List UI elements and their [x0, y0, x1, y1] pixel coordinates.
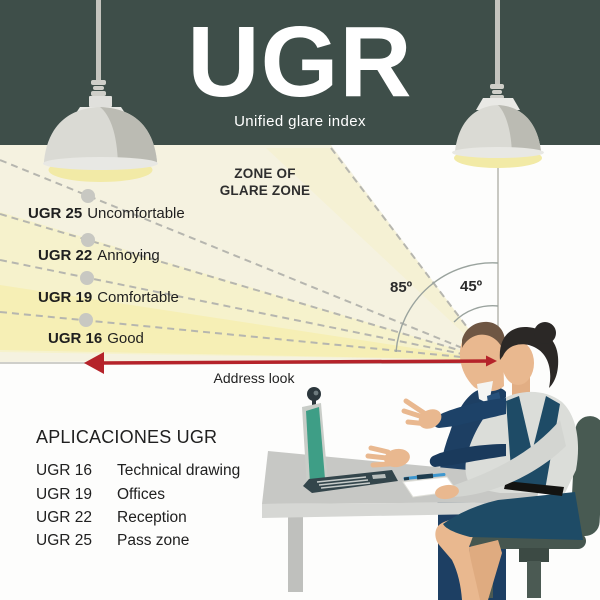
ugr-code: UGR 25	[36, 532, 92, 549]
ugr-application: Technical drawing	[117, 462, 241, 479]
man-arms	[365, 398, 506, 468]
ugr-description: Uncomfortable	[87, 205, 185, 222]
ugr-application: Pass zone	[117, 532, 190, 549]
ugr-description: Comfortable	[97, 289, 179, 306]
woman-leg-back	[469, 540, 502, 600]
ugr-code: UGR 19	[38, 289, 93, 306]
ugr-code: UGR 22	[36, 509, 92, 526]
dot-ugr22	[81, 233, 95, 247]
ugr-code: UGR 16	[48, 330, 103, 347]
man-hand-lower	[365, 445, 392, 468]
cord-ring	[93, 86, 104, 90]
man-palm-lower	[384, 448, 410, 468]
gaze-arrow-head-left	[84, 352, 104, 374]
applications-row-16: UGR 16 Technical drawing	[36, 462, 240, 480]
cord-ring	[91, 80, 106, 85]
angle-label-85: 85º	[390, 279, 413, 296]
lamp-rim	[43, 157, 158, 170]
woman-hand	[435, 484, 459, 500]
chair-leg-back	[527, 561, 541, 598]
glare-beam-lower	[0, 285, 492, 360]
gaze-arrow-shaft	[99, 359, 493, 365]
dot-ugr19	[80, 271, 94, 285]
man-arm-upper	[433, 398, 506, 428]
gaze-arrow	[84, 352, 497, 374]
woman-belt	[504, 481, 564, 496]
angle-label-45: 45º	[460, 278, 483, 295]
zone-of-glare-label: ZONE OF GLARE ZONE	[165, 165, 365, 199]
dashed-line-ugr16	[0, 311, 493, 361]
man-face	[459, 325, 504, 392]
lamp-cord	[495, 0, 500, 86]
glare-beam-upper	[266, 148, 492, 360]
angle-arcs	[395, 262, 499, 353]
lamp-shade-shadow	[498, 105, 541, 153]
pen	[403, 473, 446, 481]
man-palm-upper	[418, 409, 442, 429]
cord-ring	[492, 90, 502, 94]
applications-row-22: UGR 22 Reception	[36, 509, 187, 527]
scale-dots	[79, 189, 95, 327]
arc-85deg	[395, 262, 499, 353]
zone-label-line2: GLARE ZONE	[219, 183, 311, 198]
man-hair	[462, 321, 505, 354]
woman-figure	[435, 322, 583, 600]
chair-backrest	[570, 416, 600, 536]
chair-bracket	[519, 548, 549, 562]
gaze-direction-label: Address look	[213, 370, 295, 386]
zone-label-line1: ZONE OF	[234, 166, 296, 181]
applications-row-19: UGR 19 Offices	[36, 486, 165, 504]
woman-arm-sleeve	[450, 420, 566, 497]
dot-ugr25	[81, 189, 95, 203]
lamp-rim	[452, 147, 544, 158]
ugr-description: Annoying	[97, 247, 160, 264]
cord-ring	[91, 91, 106, 96]
webcam-stalk	[312, 399, 316, 408]
dot-ugr16	[79, 313, 93, 327]
gaze-arrow-head-right	[486, 355, 497, 367]
ugr-code: UGR 19	[36, 486, 92, 503]
woman-skirt	[443, 492, 583, 540]
laptop-keys	[316, 476, 371, 489]
cord-ring	[490, 84, 504, 89]
lamp-cord	[96, 0, 101, 82]
ugr-application: Reception	[117, 509, 187, 526]
laptop	[302, 387, 398, 493]
main-title: UGR	[187, 6, 413, 118]
laptop-trackpad	[372, 474, 386, 479]
dashed-line-45deg	[330, 147, 493, 361]
desk-leg	[288, 516, 303, 592]
laptop-screen	[306, 407, 325, 484]
pendant-lamp-right	[452, 0, 544, 168]
applications-row-25: UGR 25 Pass zone	[36, 532, 189, 550]
ugr-description: Good	[107, 330, 144, 347]
webcam-lens	[313, 390, 319, 396]
pendant-lamp-left	[43, 0, 158, 182]
lamp-neck	[89, 96, 112, 107]
man-arm-lower	[429, 444, 506, 467]
arc-45deg	[453, 305, 499, 323]
ugr-code: UGR 16	[36, 462, 92, 479]
subtitle: Unified glare index	[234, 113, 366, 130]
ugr-application: Offices	[117, 486, 165, 503]
lamp-shade-shadow	[100, 107, 157, 164]
woman-hair-bun	[534, 322, 556, 344]
ugr-code: UGR 25	[28, 205, 83, 222]
applications-title: APLICACIONES UGR	[36, 427, 218, 447]
woman-face	[502, 341, 534, 385]
ugr-code: UGR 22	[38, 247, 93, 264]
